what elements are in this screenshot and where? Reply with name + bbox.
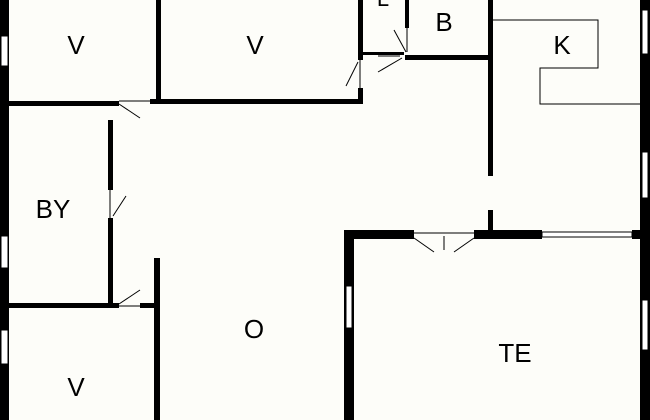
wall-v3-right [154,258,160,420]
room-label-terrace: TE [498,338,531,368]
wall-v1-bottom [9,101,119,106]
door-bath [377,55,403,73]
wall-v2-bottom [150,99,362,104]
wall-by-right-top [108,120,113,190]
room-label-v-top-left: V [67,30,85,60]
wall-bath-right [488,0,493,60]
door-v3 [118,289,141,307]
window-terrace-left [345,285,353,329]
door-toilet [393,28,408,53]
window-right-2 [641,151,649,199]
wall-v2-right-low [358,88,363,104]
kitchen-counter [493,19,640,105]
wall-by-bottom [9,303,119,308]
room-label-living: O [244,314,264,344]
window-right-1 [641,9,649,55]
wall-te-top-left [344,230,414,239]
wall-hall-kitchen-stub [488,210,493,232]
window-left-1 [0,35,9,67]
window-terrace-right [641,299,649,351]
door-terrace [413,232,475,253]
wall-te-top-mid [474,230,542,239]
window-left-2 [0,235,9,269]
room-label-v-bottom-left: V [67,372,85,402]
room-label-utility: BY [36,194,71,224]
wall-v2-right [358,0,363,60]
wall-bath-bottom [405,55,493,60]
wall-te-top-right [632,230,650,239]
window-terrace-top [541,231,633,238]
room-label-kitchen: K [553,30,571,60]
outer-wall-right [640,0,650,235]
wall-toilet-bottom [362,52,404,55]
wall-v3-top-stub [140,303,160,308]
window-left-3 [0,329,9,365]
room-label-toilet: L [377,0,389,11]
door-v2 [345,60,361,88]
outer-wall-left [0,0,9,420]
wall-v1-v2 [156,0,161,104]
wall-toilet-right [405,0,409,28]
wall-hall-kitchen [488,60,493,176]
door-v1 [118,100,150,119]
wall-by-right-bottom [108,218,113,306]
room-label-bathroom: B [435,7,452,37]
door-by [109,190,127,218]
room-label-v-top-middle: V [246,30,264,60]
